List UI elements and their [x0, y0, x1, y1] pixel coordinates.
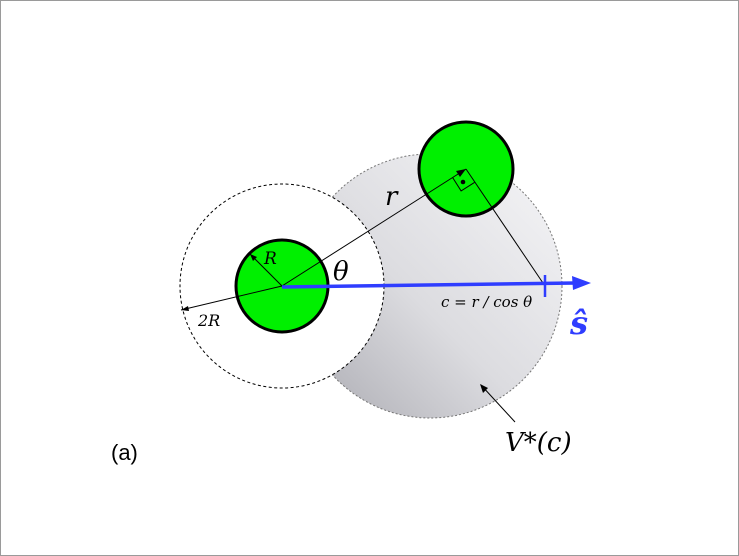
right-angle-marker — [452, 177, 475, 192]
distance-r-arrowhead — [456, 169, 466, 177]
radius-2R-line — [180, 285, 283, 311]
label-theta: θ — [333, 257, 349, 287]
label-direction-s: ŝ — [569, 304, 588, 342]
panel-label: (a) — [111, 440, 138, 465]
V-pointer-line — [480, 384, 516, 423]
label-2R: 2R — [197, 311, 220, 330]
V-pointer-arrowhead — [480, 384, 488, 393]
distance-r-line — [281, 168, 467, 287]
label-R: R — [263, 249, 277, 269]
direction-axis-line — [281, 281, 577, 289]
direction-axis-arrowhead — [572, 276, 591, 290]
perpendicular-line — [465, 168, 546, 287]
radius-2R-arrowhead — [181, 306, 189, 311]
label-r: r — [385, 182, 399, 212]
label-V-c: V*(c) — [505, 428, 572, 458]
radius-R-arrowhead — [250, 254, 257, 261]
label-c-formula: c = r / cos θ — [441, 293, 532, 311]
right-angle-dot — [460, 179, 466, 185]
radius-R-line — [249, 253, 283, 287]
